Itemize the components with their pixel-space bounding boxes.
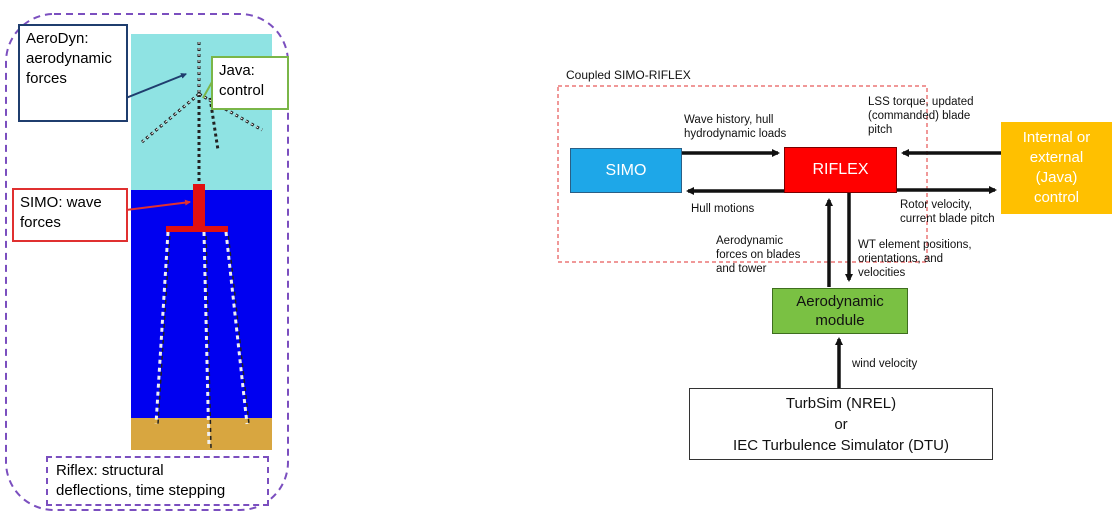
label-aero-forces: Aerodynamic forces on blades and tower	[716, 235, 801, 275]
riflex-callout: Riflex: structural deflections, time ste…	[46, 456, 269, 506]
seabed-region	[131, 418, 272, 450]
simo-callout: SIMO: wave forces	[12, 188, 128, 242]
coupled-group-title: Coupled SIMO-RIFLEX	[566, 68, 691, 82]
coupled-group-border	[557, 85, 928, 263]
aerodynamic-module-box: Aerodynamic module	[772, 288, 908, 334]
aerodyn-callout: AeroDyn: aerodynamic forces	[18, 24, 128, 122]
label-rotor-velocity: Rotor velocity, current blade pitch	[900, 199, 995, 225]
label-wt-positions: WT element positions, orientations, and …	[858, 239, 972, 279]
floater-column	[193, 184, 205, 228]
simo-box: SIMO	[570, 148, 682, 193]
label-lss-torque: LSS torque, updated (commanded) blade pi…	[868, 96, 974, 136]
java-callout: Java: control	[211, 56, 289, 110]
java-pointer-line	[202, 81, 213, 99]
left-panel-border	[5, 13, 289, 511]
turbsim-box: TurbSim (NREL) or IEC Turbulence Simulat…	[689, 388, 993, 460]
riflex-box: RIFLEX	[784, 147, 897, 193]
label-hull-motions: Hull motions	[691, 203, 755, 215]
aerodyn-pointer-arrow	[125, 73, 187, 99]
simo-pointer-arrow	[125, 199, 191, 211]
mooring-lines	[154, 231, 249, 449]
label-wave-history: Wave history, hull hydrodynamic loads	[684, 114, 787, 140]
floater-base	[166, 226, 228, 232]
mooring-lines-shadow	[157, 231, 250, 449]
turbine-rotor-highlight	[141, 42, 263, 143]
control-box: Internal or external (Java) control	[1001, 122, 1112, 214]
label-wind-velocity: wind velocity	[852, 358, 918, 370]
